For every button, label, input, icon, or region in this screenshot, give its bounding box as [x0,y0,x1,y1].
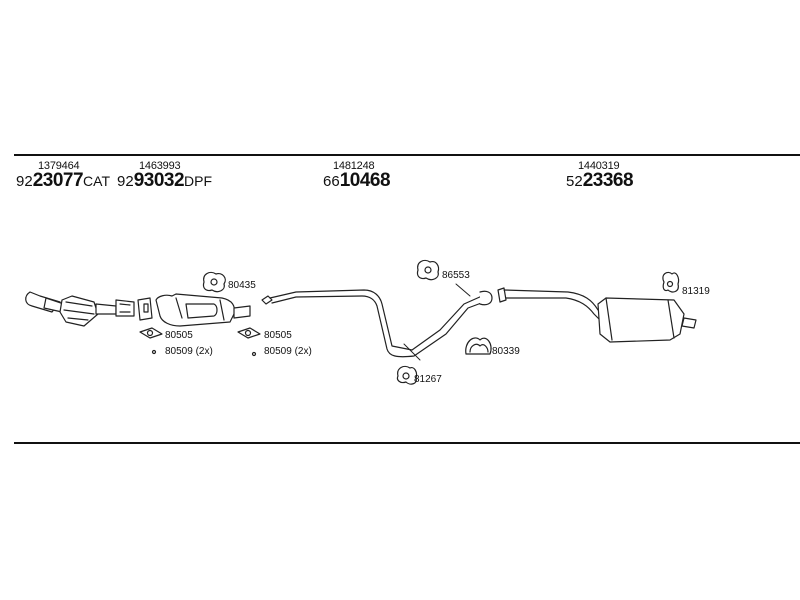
gasket-icon[interactable] [139,327,163,339]
rubber-mount-icon[interactable] [202,271,226,293]
part-label: 80435 [228,280,256,291]
article-number: 6610468 [323,170,391,191]
part-label: 80505 [264,330,292,341]
pipe-clamp-icon[interactable] [465,337,492,355]
bolt-icon[interactable] [151,349,157,355]
part-rear-silencer[interactable]: 1440319 5223368 [566,160,634,191]
part-dpf[interactable]: 1463993 9293032DPF [117,160,212,191]
part-label: 80509 (2x) [165,346,213,357]
top-divider [14,154,800,156]
middle-pipe[interactable] [261,283,493,361]
oem-number: 1463993 [139,160,181,172]
part-middle-pipe[interactable]: 1481248 6610468 [323,160,391,191]
oem-number: 1379464 [38,160,80,172]
oem-number: 1440319 [578,160,620,172]
part-label: 80339 [492,346,520,357]
article-number: 9293032DPF [117,170,213,191]
bottom-divider [14,442,800,444]
part-label: 81267 [414,374,442,385]
part-label: 80505 [165,330,193,341]
article-number: 5223368 [566,170,634,191]
bolt-icon[interactable] [251,351,257,357]
gasket-icon[interactable] [237,327,261,339]
rubber-mount-icon[interactable] [662,271,680,293]
part-catalyst[interactable]: 1379464 9223077CAT [16,160,110,191]
part-label: 86553 [442,270,470,281]
rear-silencer[interactable] [497,287,697,343]
rubber-mount-icon[interactable] [416,259,440,281]
part-label: 81319 [682,286,710,297]
dpf-assembly[interactable] [137,293,251,327]
oem-number: 1481248 [333,160,375,172]
rubber-mount-icon[interactable] [396,365,418,385]
part-label: 80509 (2x) [264,346,312,357]
article-number: 9223077CAT [16,170,110,191]
catalyst-assembly[interactable] [25,291,135,327]
